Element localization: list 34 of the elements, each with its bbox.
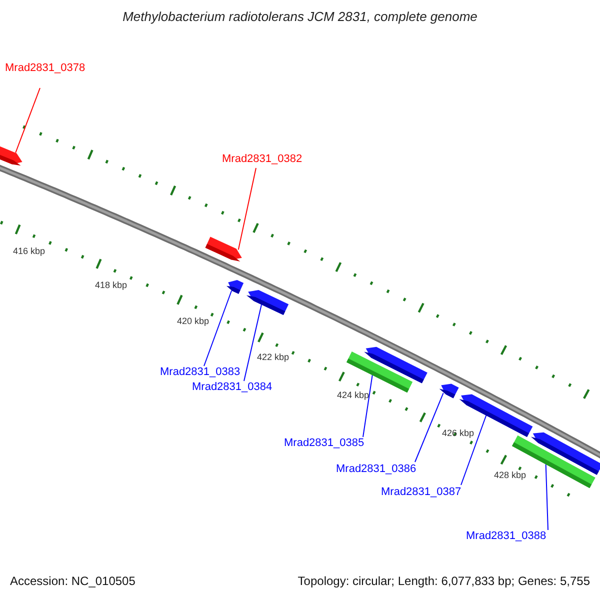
scale-label: 422 kbp (257, 351, 290, 364)
gene-label: Mrad2831_0378 (5, 62, 86, 75)
gene-label: Mrad2831_0382 (222, 153, 302, 166)
gene-label: Mrad2831_0386 (336, 463, 416, 476)
leader-line (414, 392, 444, 462)
gene-label: Mrad2831_0384 (192, 381, 272, 394)
gene-label: Mrad2831_0387 (381, 486, 462, 499)
gene-label: Mrad2831_0385 (284, 437, 364, 450)
topology-text: Topology: circular; Length: 6,077,833 bp; Genes: 5,755 (298, 575, 590, 588)
leader-line (244, 304, 262, 382)
gene-label: Mrad2831_0388 (466, 530, 546, 543)
gene-bar (205, 236, 242, 262)
gene-bar (439, 384, 459, 398)
scale-label: 418 kbp (95, 279, 128, 292)
gene-bar (0, 144, 22, 166)
leader-line (204, 290, 232, 366)
scale-label: 416 kbp (13, 245, 46, 258)
scale-label: 428 kbp (494, 469, 526, 482)
gene-bar (346, 352, 413, 393)
leader-line (545, 464, 548, 530)
title: Methylobacterium radiotolerans JCM 2831, complete genome (122, 9, 478, 24)
leader-line (460, 414, 487, 486)
gene-bar (226, 280, 244, 294)
gene-bar (459, 394, 533, 437)
gene-bar (512, 435, 596, 488)
leader-line (362, 374, 373, 438)
scale-label: 424 kbp (337, 389, 370, 402)
scale-label: 420 kbp (177, 315, 210, 328)
scale-label: 426 kbp (442, 427, 474, 440)
leader-line (238, 168, 256, 250)
gene-label: Mrad2831_0383 (160, 366, 240, 379)
accession-text: Accession: NC_010505 (10, 575, 136, 588)
gene-bar (246, 290, 289, 315)
leader-line (15, 88, 40, 154)
